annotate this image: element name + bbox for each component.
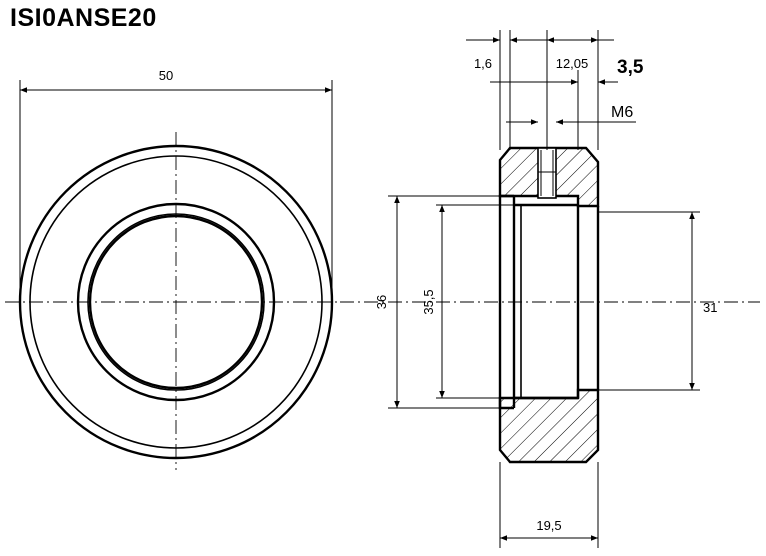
section-view — [340, 146, 760, 464]
inner-circle — [88, 214, 264, 390]
dimension-36: 36 — [374, 195, 500, 409]
dim-label-36: 36 — [374, 295, 389, 309]
dimension-35-5: 35,5 — [421, 204, 514, 399]
inner-chamfer-circle — [87, 213, 265, 391]
part-number-title: ISI0ANSE20 — [10, 4, 157, 32]
dimension-31: 31 — [598, 211, 717, 391]
front-view — [5, 132, 340, 470]
dim-label-31: 31 — [703, 300, 717, 315]
dim-label-m6: M6 — [611, 104, 633, 121]
dim-label-50: 50 — [159, 68, 173, 83]
lower-ring-section — [498, 388, 600, 464]
dim-label-12-05: 12,05 — [556, 56, 589, 71]
dimension-19-5: 19,5 — [499, 462, 599, 548]
dimension-50: 50 — [19, 68, 333, 302]
dim-label-1-6: 1,6 — [474, 56, 492, 71]
dim-label-3-5: 3,5 — [617, 57, 644, 78]
outer-chamfer-circle — [29, 155, 323, 449]
dim-label-35-5: 35,5 — [421, 289, 436, 314]
middle-circle — [76, 202, 276, 402]
dim-label-19-5: 19,5 — [536, 518, 561, 533]
top-dimensions: 1,6 12,05 3,5 M6 — [466, 30, 644, 150]
